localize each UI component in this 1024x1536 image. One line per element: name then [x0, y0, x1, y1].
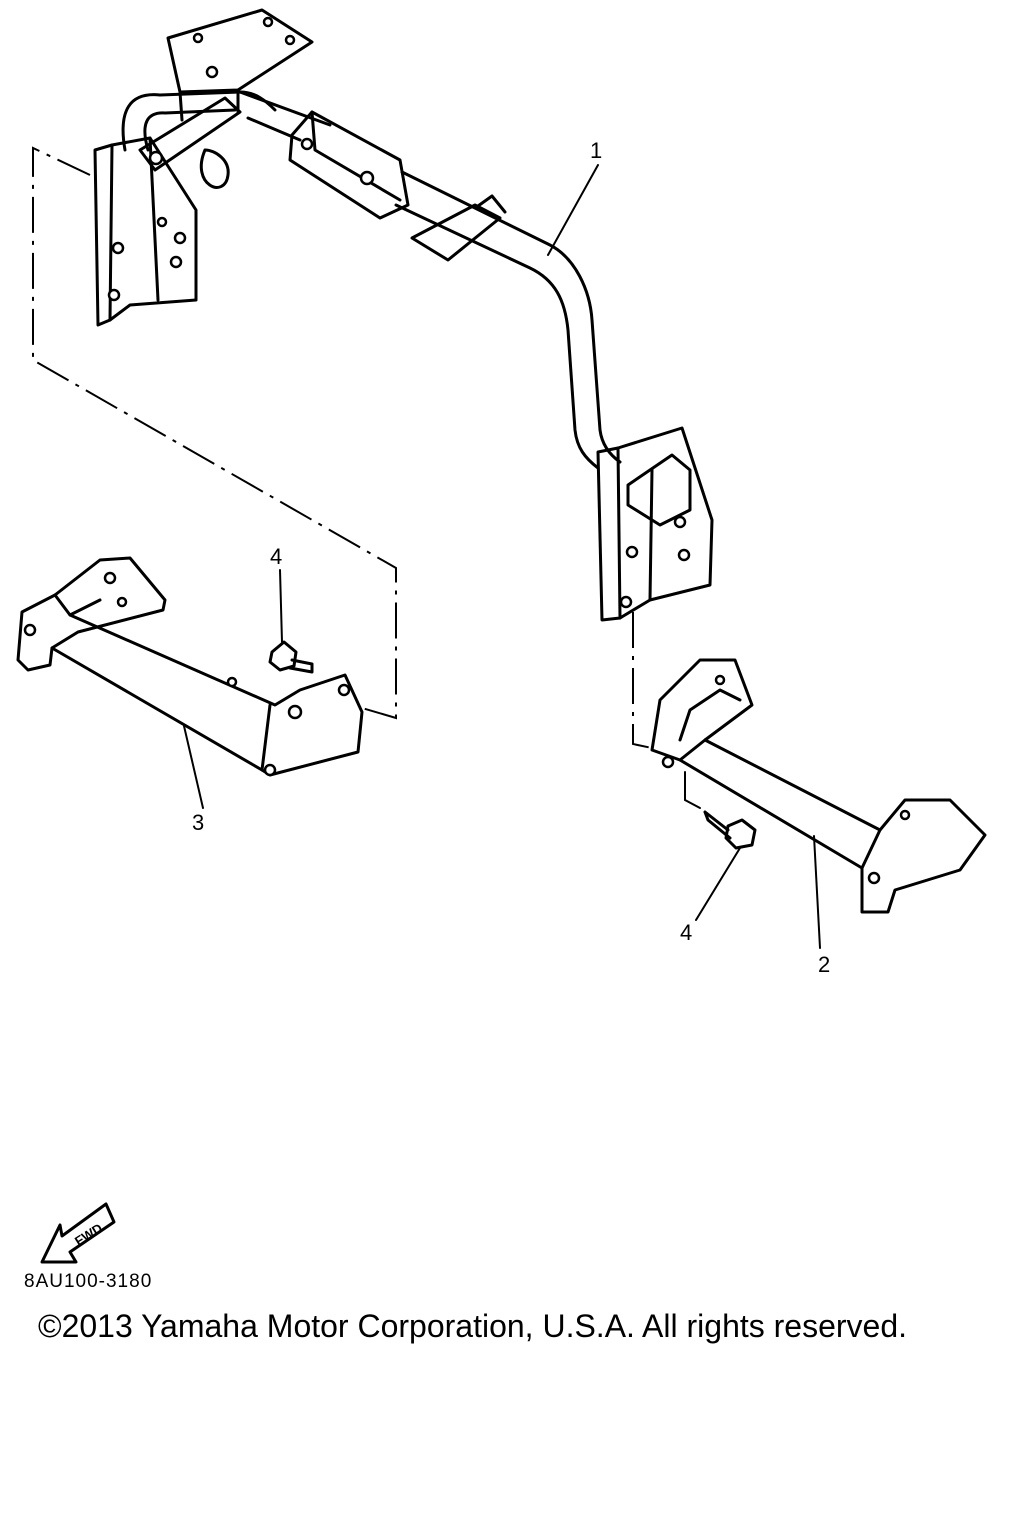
- part-1-bar-assembly: [93, 8, 714, 622]
- part-3-left-bracket: [16, 556, 364, 777]
- fwd-arrow-icon: FWD: [40, 1202, 116, 1264]
- copyright-notice: ©2013 Yamaha Motor Corporation, U.S.A. A…: [38, 1308, 908, 1344]
- callout-3: 3: [192, 810, 204, 835]
- callout-4-left: 4: [270, 544, 282, 569]
- part-4-bolt-left: [268, 640, 314, 674]
- leader-lines: [183, 164, 821, 949]
- part-4-bolt-right: [703, 810, 757, 850]
- part-2-right-bracket: [650, 658, 987, 914]
- assembly-guide-lines: [32, 146, 701, 809]
- diagram-code: 8AU100-3180: [24, 1271, 153, 1292]
- callout-1: 1: [590, 138, 602, 163]
- callout-2: 2: [818, 952, 830, 977]
- callout-4-right: 4: [680, 920, 692, 945]
